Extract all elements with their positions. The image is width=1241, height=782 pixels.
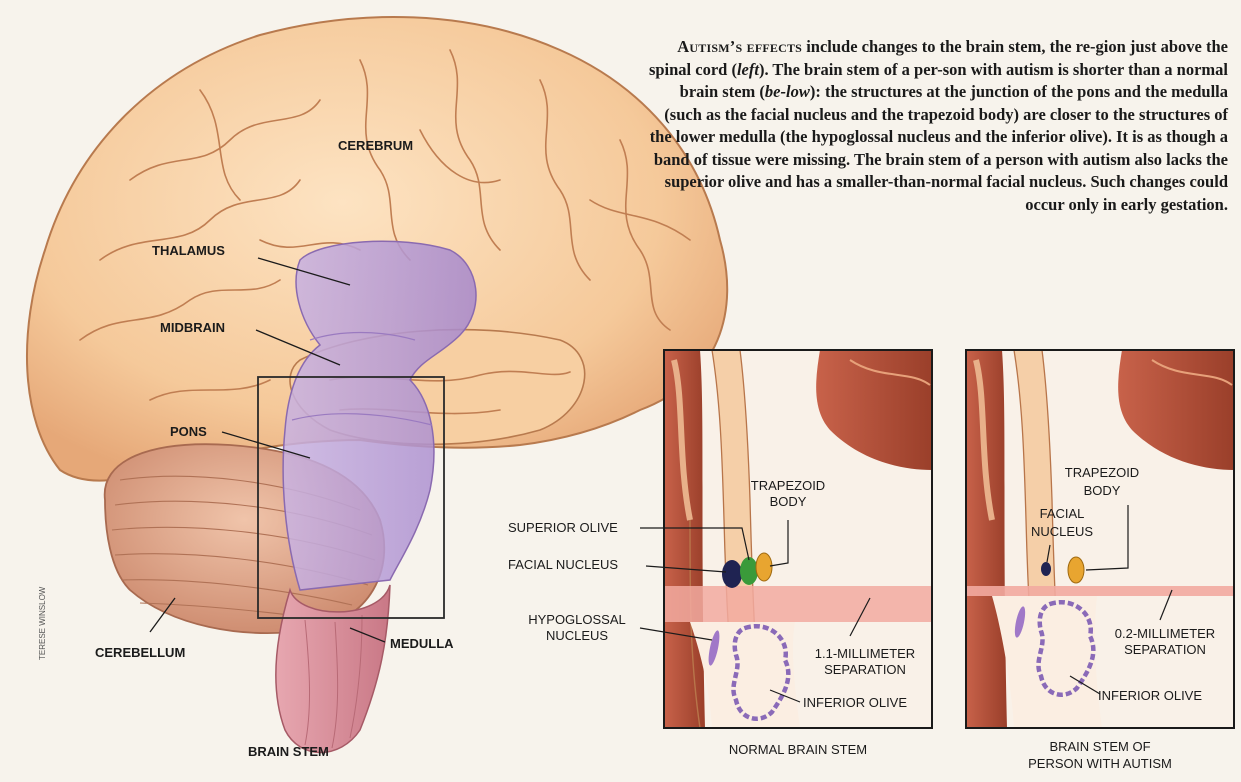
- normal-facial-nucleus-label: FACIAL NUCLEUS: [508, 557, 618, 572]
- autism-trapezoid-line2: BODY: [1054, 482, 1150, 500]
- caption: Autism’s effects include changes to the …: [640, 36, 1228, 216]
- autism-title-line1: BRAIN STEM OF: [966, 738, 1234, 755]
- normal-hypoglossal-line2: NUCLEUS: [514, 628, 640, 644]
- autism-title-line2: PERSON WITH AUTISM: [966, 755, 1234, 772]
- normal-trapezoid-label: TRAPEZOID BODY: [742, 478, 834, 510]
- label-pons: PONS: [170, 424, 207, 439]
- autism-facial-line2: NUCLEUS: [1022, 523, 1102, 541]
- caption-lead: Autism’s effects: [677, 37, 802, 56]
- caption-text-2: left: [737, 60, 759, 79]
- normal-panel-title: NORMAL BRAIN STEM: [664, 742, 932, 757]
- trapezoid-autism: [1068, 557, 1084, 583]
- autism-separation-line2: SEPARATION: [1100, 642, 1230, 658]
- normal-hypoglossal-label: HYPOGLOSSAL NUCLEUS: [514, 612, 640, 644]
- normal-trapezoid-line2: BODY: [742, 494, 834, 510]
- label-medulla: MEDULLA: [390, 636, 454, 651]
- label-thalamus: THALAMUS: [152, 243, 225, 258]
- autism-trapezoid-line1: TRAPEZOID: [1054, 464, 1150, 482]
- navy-nucleus: [722, 560, 742, 588]
- normal-separation-line2: SEPARATION: [800, 662, 930, 678]
- autism-inferior-olive-label: INFERIOR OLIVE: [1098, 688, 1202, 703]
- label-midbrain: MIDBRAIN: [160, 320, 225, 335]
- superior-olive-normal: [740, 557, 758, 585]
- autism-separation-label: 0.2-MILLIMETER SEPARATION: [1100, 626, 1230, 658]
- normal-inferior-olive-label: INFERIOR OLIVE: [803, 695, 907, 710]
- normal-separation-label: 1.1-MILLIMETER SEPARATION: [800, 646, 930, 678]
- normal-trapezoid-line1: TRAPEZOID: [742, 478, 834, 494]
- normal-separation-line1: 1.1-MILLIMETER: [800, 646, 930, 662]
- label-cerebrum: CEREBRUM: [338, 138, 413, 153]
- artist-credit: TERESE WINSLOW: [38, 587, 47, 660]
- autism-facial-nucleus-label: FACIAL NUCLEUS: [1022, 505, 1102, 541]
- normal-hypoglossal-line1: HYPOGLOSSAL: [514, 612, 640, 628]
- autism-separation-line1: 0.2-MILLIMETER: [1100, 626, 1230, 642]
- caption-text-4: be-low: [765, 82, 810, 101]
- trapezoid-normal: [756, 553, 772, 581]
- autism-trapezoid-label: TRAPEZOID BODY: [1054, 464, 1150, 500]
- normal-superior-olive-label: SUPERIOR OLIVE: [508, 520, 618, 535]
- label-brain-stem: BRAIN STEM: [248, 744, 329, 759]
- caption-text-5: ): the structures at the junction of the…: [650, 82, 1228, 214]
- label-cerebellum: CEREBELLUM: [95, 645, 185, 660]
- autism-panel-title: BRAIN STEM OF PERSON WITH AUTISM: [966, 738, 1234, 772]
- autism-facial-line1: FACIAL: [1022, 505, 1102, 523]
- facial-nucleus-autism: [1041, 562, 1051, 576]
